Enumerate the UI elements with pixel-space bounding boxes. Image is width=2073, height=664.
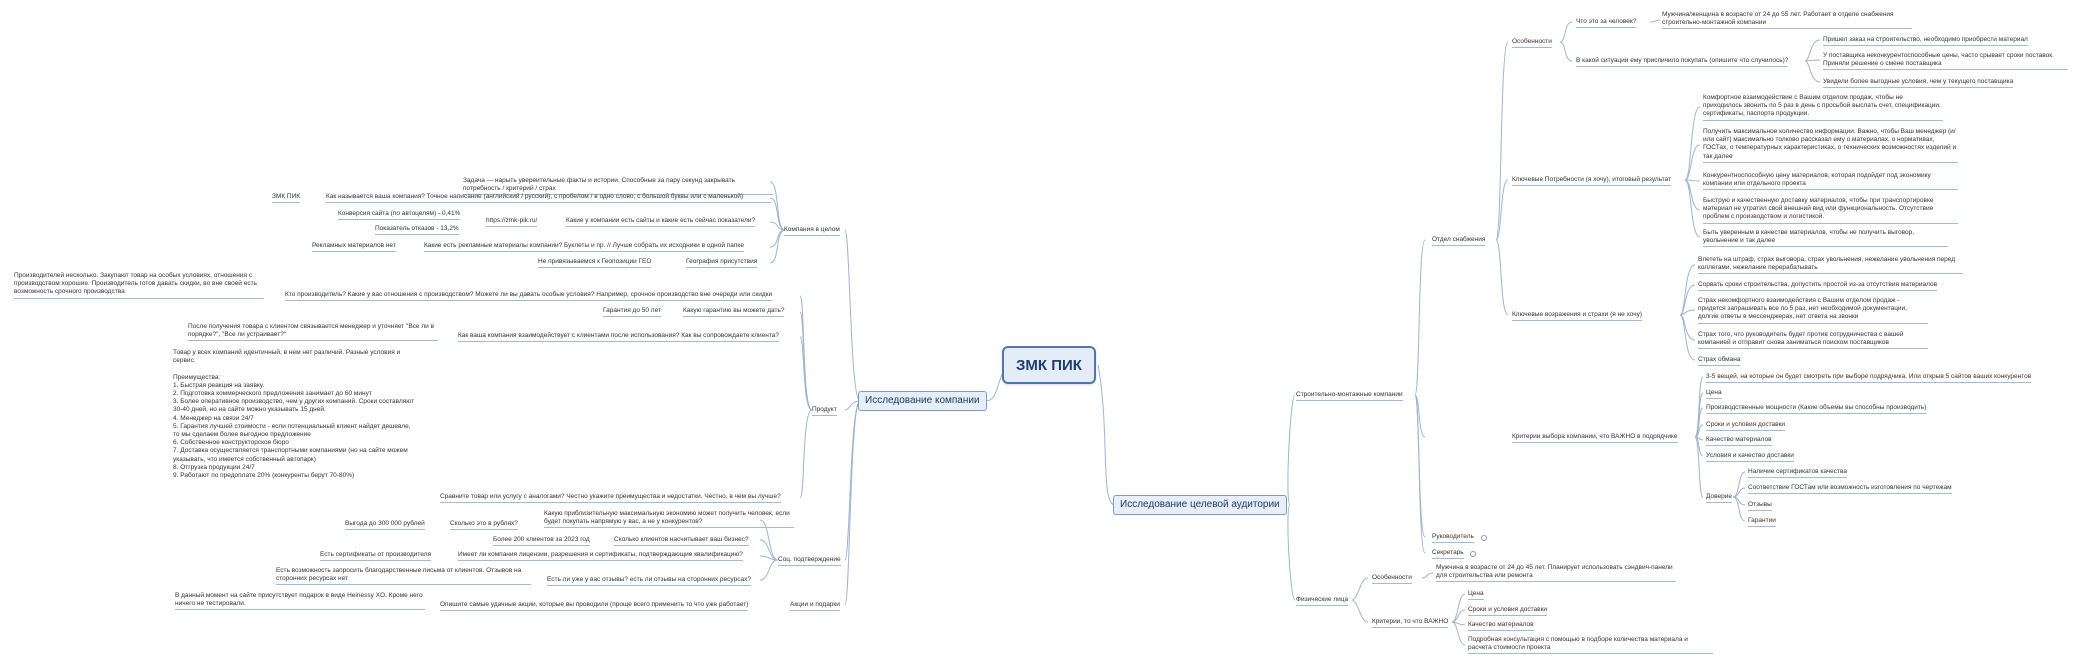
node-savings-sub: Сколько это в рублях? bbox=[450, 520, 518, 531]
node-supply-dept[interactable]: Отдел снабжения bbox=[1432, 236, 1486, 247]
node-promo-answer: В данный момент на сайте присутствует по… bbox=[175, 592, 425, 611]
node-savings-question: Какую приблизительную максимальную эконо… bbox=[544, 510, 794, 529]
node-reviews-question: Есть ли уже у вас отзывы? есть ли отзывы… bbox=[547, 576, 751, 587]
node-individuals-criteria-4: Подробная консультация с помощью в подбо… bbox=[1468, 636, 1713, 655]
node-individuals-criteria-1: Цена bbox=[1468, 590, 1484, 601]
node-secretary[interactable]: Секретарь bbox=[1432, 549, 1464, 560]
node-product[interactable]: Продукт bbox=[812, 406, 837, 417]
node-name-question: Как называется ваша компания? Точное нап… bbox=[326, 193, 771, 204]
node-need-1: Комфортное взаимодействие с Вашим отдело… bbox=[1703, 94, 1943, 121]
node-trust-1: Наличие сертификатов качества bbox=[1748, 468, 1848, 479]
node-individuals-features[interactable]: Особенности bbox=[1372, 574, 1412, 585]
node-licenses-answer: Есть сертификаты от производителя bbox=[320, 551, 432, 562]
node-interaction-answer: После получения товара с клиентом связыв… bbox=[188, 323, 438, 342]
node-warranty-question: Какую гарантию вы можете дать? bbox=[683, 307, 785, 318]
node-fear-2: Сорвать сроки строительства, допустить п… bbox=[1698, 281, 1938, 292]
node-fears[interactable]: Ключевые возражения и страхи (я не хочу) bbox=[1512, 311, 1643, 322]
node-need-2: Получить максимальное количество информа… bbox=[1703, 128, 1958, 163]
node-site-link[interactable]: https://zmk-pik.ru/ bbox=[486, 217, 538, 228]
node-individuals-criteria[interactable]: Критерии, то что ВАЖНО bbox=[1372, 618, 1449, 629]
node-individuals-features-answer: Мужчина в возрасте от 24 до 45 лет. План… bbox=[1436, 564, 1676, 583]
node-situation-1: Пришел заказ на строительство, необходим… bbox=[1823, 36, 2028, 47]
node-construction-companies[interactable]: Строительно-монтажные компании bbox=[1296, 391, 1403, 402]
node-criteria-1: 3-5 вещей, на которые он будет смотреть … bbox=[1706, 373, 2032, 384]
node-general-task: Задача — нарыть увереительные факты и ис… bbox=[463, 177, 773, 196]
node-sites-question: Какие у компании есть сайты и какие есть… bbox=[566, 217, 756, 228]
node-clients-question: Сколько клиентов насчитывает ваш бизнес? bbox=[614, 536, 749, 547]
node-clients-answer: Более 200 клиентов за 2023 год bbox=[493, 536, 590, 547]
node-fear-4: Страх того, что руководитель будет проти… bbox=[1698, 331, 1928, 350]
node-individuals-criteria-2: Сроки и условия доставки bbox=[1468, 606, 1548, 617]
node-situation-question: В какой ситуации ему приспичило покупать… bbox=[1576, 57, 1789, 68]
node-producer-question: Кто производитель? Какие у вас отношения… bbox=[285, 291, 773, 302]
node-situation-3: Увидели более выгодные условия, чем у те… bbox=[1823, 78, 2014, 89]
node-social-proof[interactable]: Соц. подтверждение bbox=[778, 556, 841, 567]
collapsed-marker-secretary[interactable] bbox=[1470, 551, 1476, 557]
node-fear-1: Влететь на штраф, страх выговора, страх … bbox=[1698, 256, 1963, 275]
node-compare-question: Сравните товар или услугу с аналогами? Ч… bbox=[440, 493, 781, 504]
node-criteria[interactable]: Критерии выбора компании, что ВАЖНО в по… bbox=[1512, 433, 1678, 444]
node-criteria-2: Цена bbox=[1706, 389, 1722, 400]
node-need-4: Быструю и качественную доставку материал… bbox=[1703, 197, 1958, 224]
node-criteria-5: Качество материалов bbox=[1706, 436, 1772, 447]
node-fear-5: Страх обмана bbox=[1698, 356, 1741, 367]
root-topic[interactable]: ЗМК ПИК bbox=[1002, 346, 1096, 384]
node-trust-4: Гарантии bbox=[1748, 517, 1776, 528]
node-who-question: Что это за человек? bbox=[1576, 18, 1637, 29]
node-name-answer: ЗМК ПИК bbox=[272, 193, 301, 204]
node-compare-answer: Товар у всех компаний идентичный, в нем … bbox=[173, 349, 414, 480]
node-fear-3: Страх некомфортного взаимодействия с Ваш… bbox=[1698, 297, 1928, 324]
node-general[interactable]: Компания в целом bbox=[784, 226, 840, 237]
node-individuals-criteria-3: Качество материалов bbox=[1468, 621, 1534, 632]
node-ads-question: Какие есть рекламные материалы компании?… bbox=[424, 242, 744, 253]
node-need-3: Конкурентноспособную цену материалов, ко… bbox=[1703, 172, 1958, 191]
node-site-bounce: Показатель отказов - 13,2% bbox=[375, 225, 459, 236]
topic-company-research[interactable]: Исследование компании bbox=[858, 391, 987, 411]
node-licenses-question: Имеет ли компания лицензии, разрешения и… bbox=[458, 551, 743, 562]
node-promo[interactable]: Акции и подарки bbox=[790, 601, 840, 612]
topic-audience-research[interactable]: Исследование целевой аудитории bbox=[1113, 495, 1287, 515]
collapsed-marker-head[interactable] bbox=[1481, 535, 1487, 541]
node-criteria-4: Сроки и условия доставки bbox=[1706, 421, 1786, 432]
node-who-answer: Мужчина/женщина в возрасте от 24 до 55 л… bbox=[1662, 11, 1912, 30]
node-trust-3: Отзывы bbox=[1748, 501, 1772, 512]
node-geo-answer: Не привязываемся к Геопозиции ГЕО bbox=[538, 258, 652, 269]
node-situation-2: У поставщика неконкурентоспособные цены,… bbox=[1823, 52, 2068, 71]
node-criteria-6: Условия и качество доставки bbox=[1706, 452, 1794, 463]
node-geo: География присутствия bbox=[686, 258, 758, 269]
node-need-5: Быть уверенным в качестве материалов, чт… bbox=[1703, 229, 1948, 248]
node-reviews-answer: Есть возможность запросить благодарствен… bbox=[276, 567, 531, 586]
node-trust[interactable]: Доверие bbox=[1706, 493, 1732, 504]
node-head[interactable]: Руководитель bbox=[1432, 533, 1474, 544]
node-individuals[interactable]: Физические лица bbox=[1296, 596, 1349, 607]
node-ads-answer: Рекламных материалов нет bbox=[312, 242, 396, 253]
node-trust-2: Соответствие ГОСТам или возможность изго… bbox=[1748, 484, 1952, 495]
node-criteria-3: Производственные мощности (Какие объемы … bbox=[1706, 404, 1927, 415]
node-warranty-answer: Гарантия до 50 лет bbox=[603, 307, 661, 318]
node-interaction-question: Как ваша компания взаимодействует с клие… bbox=[458, 332, 779, 343]
node-site-conversion: Конверсия сайта (по автоцелям) - 0,41% bbox=[338, 210, 461, 221]
node-promo-question: Опишите самые удачные акции, которые вы … bbox=[440, 601, 749, 612]
node-producer-answer: Производителей несколько. Закупают товар… bbox=[14, 272, 264, 299]
node-supply-features[interactable]: Особенности bbox=[1512, 38, 1552, 49]
node-savings-answer: Выгода до 300 000 рублей bbox=[345, 520, 425, 531]
node-needs[interactable]: Ключевые Потребности (я хочу), итоговый … bbox=[1512, 176, 1671, 187]
